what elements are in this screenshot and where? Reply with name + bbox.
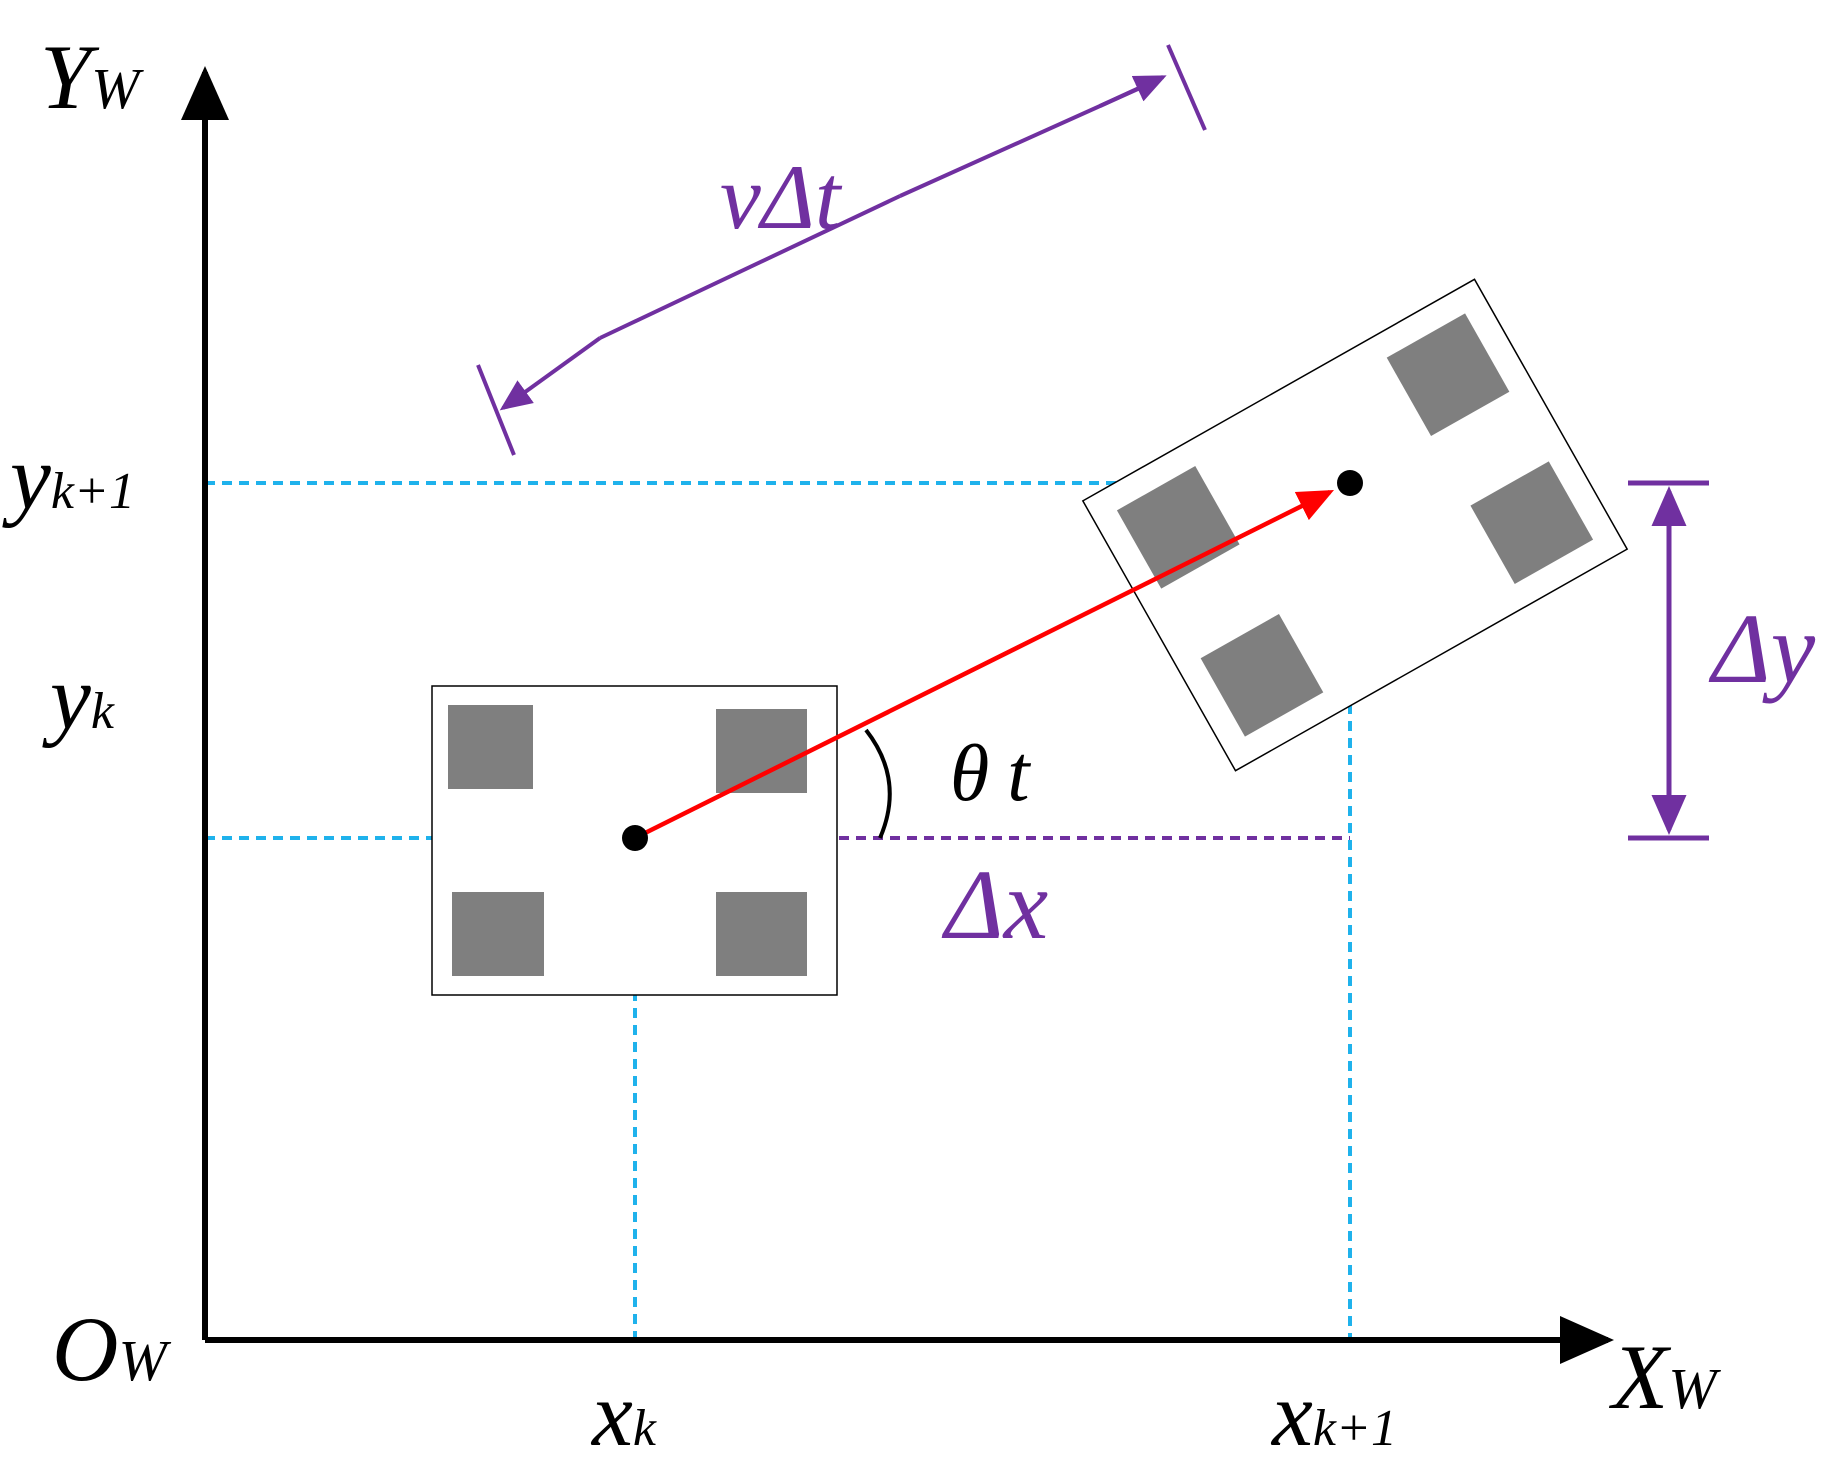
wheel-k1-b <box>1200 613 1324 737</box>
y-axis-label: YW <box>40 26 144 128</box>
v-delta-t-dimension <box>476 44 1207 456</box>
v-delta-t-arrow-head-right <box>1099 75 1167 108</box>
delta-y-dimension <box>1628 480 1709 841</box>
wheel-k-bottom-right <box>716 892 807 976</box>
robot-body-k1 <box>1081 278 1629 772</box>
v-delta-t-arrow-head-left <box>499 336 602 411</box>
axes <box>181 66 1614 1364</box>
x-axis-label: XW <box>1608 1326 1721 1428</box>
v-delta-t-end-tick-right <box>1166 44 1207 131</box>
wheel-k1-c <box>1386 313 1510 437</box>
tick-label-yk: yk <box>42 646 115 748</box>
delta-y-label: Δy <box>1708 593 1816 704</box>
wheel-k1-d <box>1470 461 1594 584</box>
wheel-k1-a <box>1116 466 1240 589</box>
delta-x-label: Δx <box>941 849 1048 960</box>
v-delta-t-label: vΔt <box>720 146 843 248</box>
wheel-k-top-left <box>448 705 533 789</box>
wheel-k-bottom-left <box>452 892 544 976</box>
point-k <box>622 825 648 851</box>
point-k1 <box>1337 470 1363 496</box>
v-delta-t-arrow-line <box>599 194 901 340</box>
theta-arc <box>864 728 892 839</box>
motion-vector <box>633 489 1335 841</box>
robot-at-k1 <box>1081 278 1629 772</box>
tick-label-yk1: yk+1 <box>2 426 135 528</box>
origin-label: OW <box>52 1298 171 1400</box>
v-delta-t-end-tick-left <box>476 364 516 456</box>
wheel-k-top-right <box>716 709 807 793</box>
tick-label-xk: xk <box>590 1363 657 1465</box>
tick-label-xk1: xk+1 <box>1270 1363 1397 1465</box>
robot-at-k <box>431 685 838 996</box>
